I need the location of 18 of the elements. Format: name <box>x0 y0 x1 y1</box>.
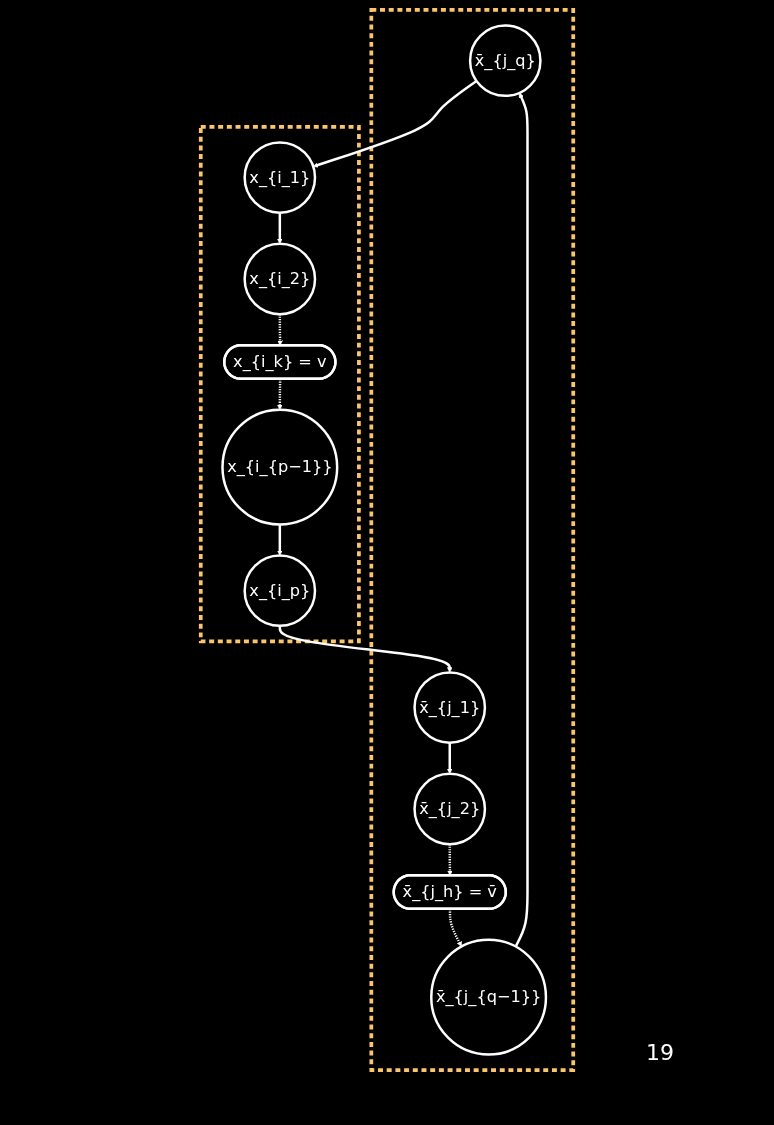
node-circle: x_{i_p} <box>243 554 317 628</box>
node-circle: x_{i_2} <box>243 242 317 316</box>
node-circle: x_{i_{p−1}} <box>221 408 339 526</box>
cluster <box>369 8 576 1072</box>
node-circle: x̄_{j_2} <box>413 772 487 846</box>
arrow <box>277 314 283 346</box>
node-circle: x̄_{j_{q−1}} <box>430 938 548 1056</box>
arrow <box>278 625 453 673</box>
page-number: 19 <box>646 1040 674 1065</box>
node-circle: x_{i_1} <box>243 141 317 214</box>
arrow <box>514 92 529 948</box>
arrow <box>447 844 453 876</box>
node-circle: x̄_{j_1} <box>413 671 487 744</box>
arrow <box>448 909 462 947</box>
arrow <box>313 79 478 168</box>
cluster <box>198 125 361 644</box>
arrow <box>277 524 283 556</box>
node-circle: x̄_{j_q} <box>468 24 542 98</box>
